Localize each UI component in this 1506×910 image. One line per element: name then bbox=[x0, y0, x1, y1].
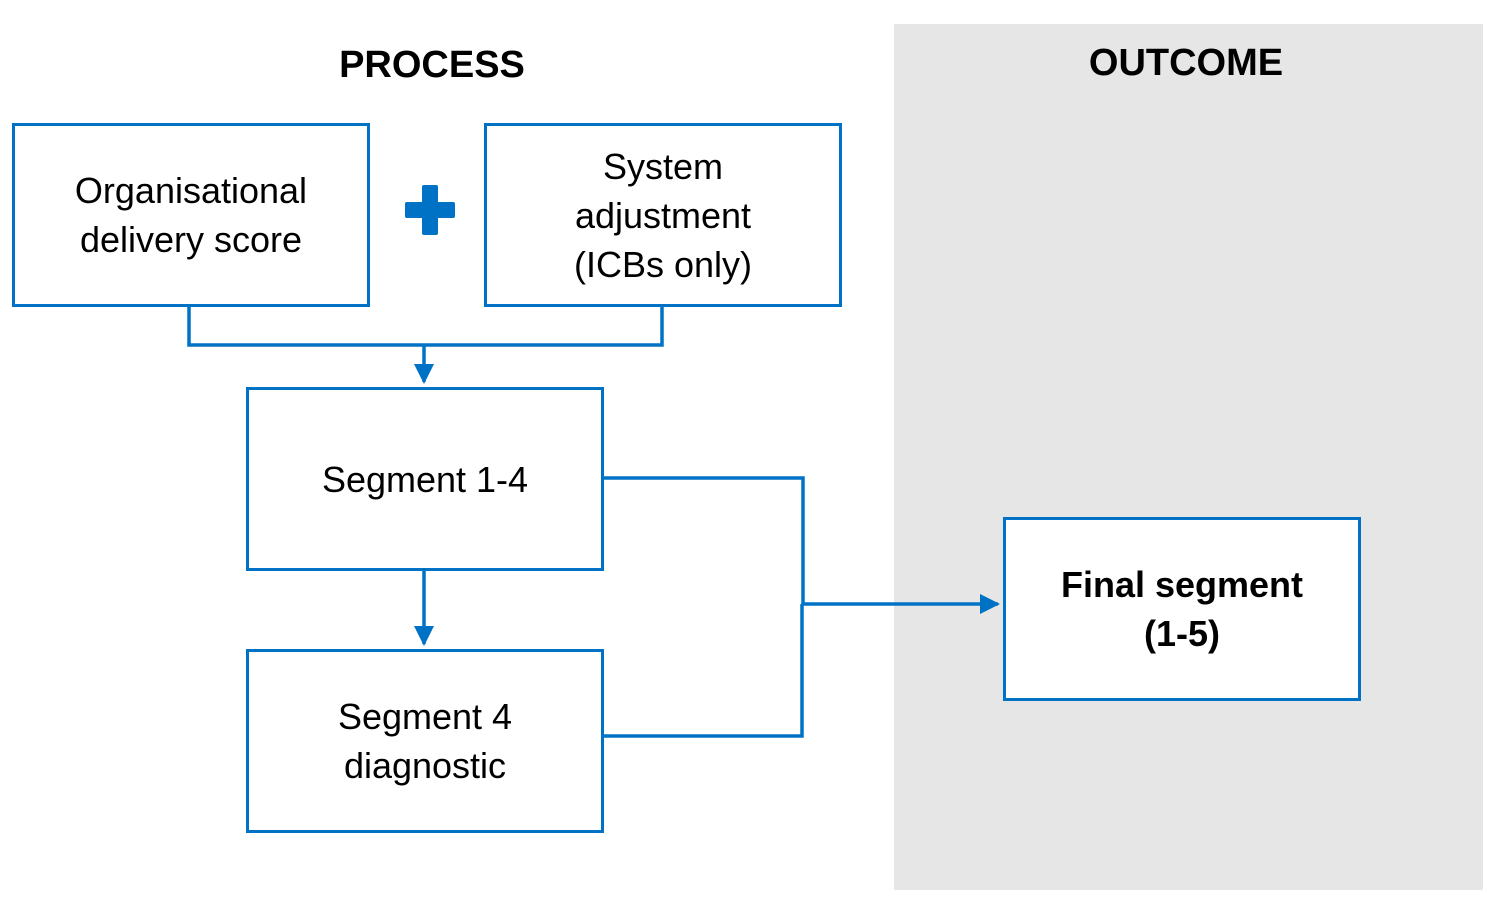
system-adjustment-box: System adjustment (ICBs only) bbox=[484, 123, 842, 307]
segment-1-4-label: Segment 1-4 bbox=[321, 458, 529, 500]
organisational-delivery-score-label: Organisational delivery score bbox=[74, 170, 308, 260]
plus-icon bbox=[405, 185, 455, 235]
outcome-panel bbox=[894, 24, 1483, 890]
segment-4-diagnostic-label: Segment 4 diagnostic bbox=[337, 696, 513, 786]
segment-4-diagnostic-box: Segment 4 diagnostic bbox=[246, 649, 604, 833]
final-segment-box: Final segment (1-5) bbox=[1003, 517, 1361, 701]
organisational-delivery-score-box: Organisational delivery score bbox=[12, 123, 370, 307]
outcome-heading: OUTCOME bbox=[1088, 42, 1284, 84]
final-segment-label: Final segment (1-5) bbox=[1060, 564, 1304, 654]
system-adjustment-label: System adjustment (ICBs only) bbox=[573, 145, 753, 285]
segment-4-diagnostic-connector bbox=[600, 604, 804, 738]
segment-1-4-box: Segment 1-4 bbox=[246, 387, 604, 571]
process-heading: PROCESS bbox=[339, 44, 525, 86]
segment-1-4-connector bbox=[604, 476, 805, 604]
merge-connector bbox=[187, 307, 664, 347]
